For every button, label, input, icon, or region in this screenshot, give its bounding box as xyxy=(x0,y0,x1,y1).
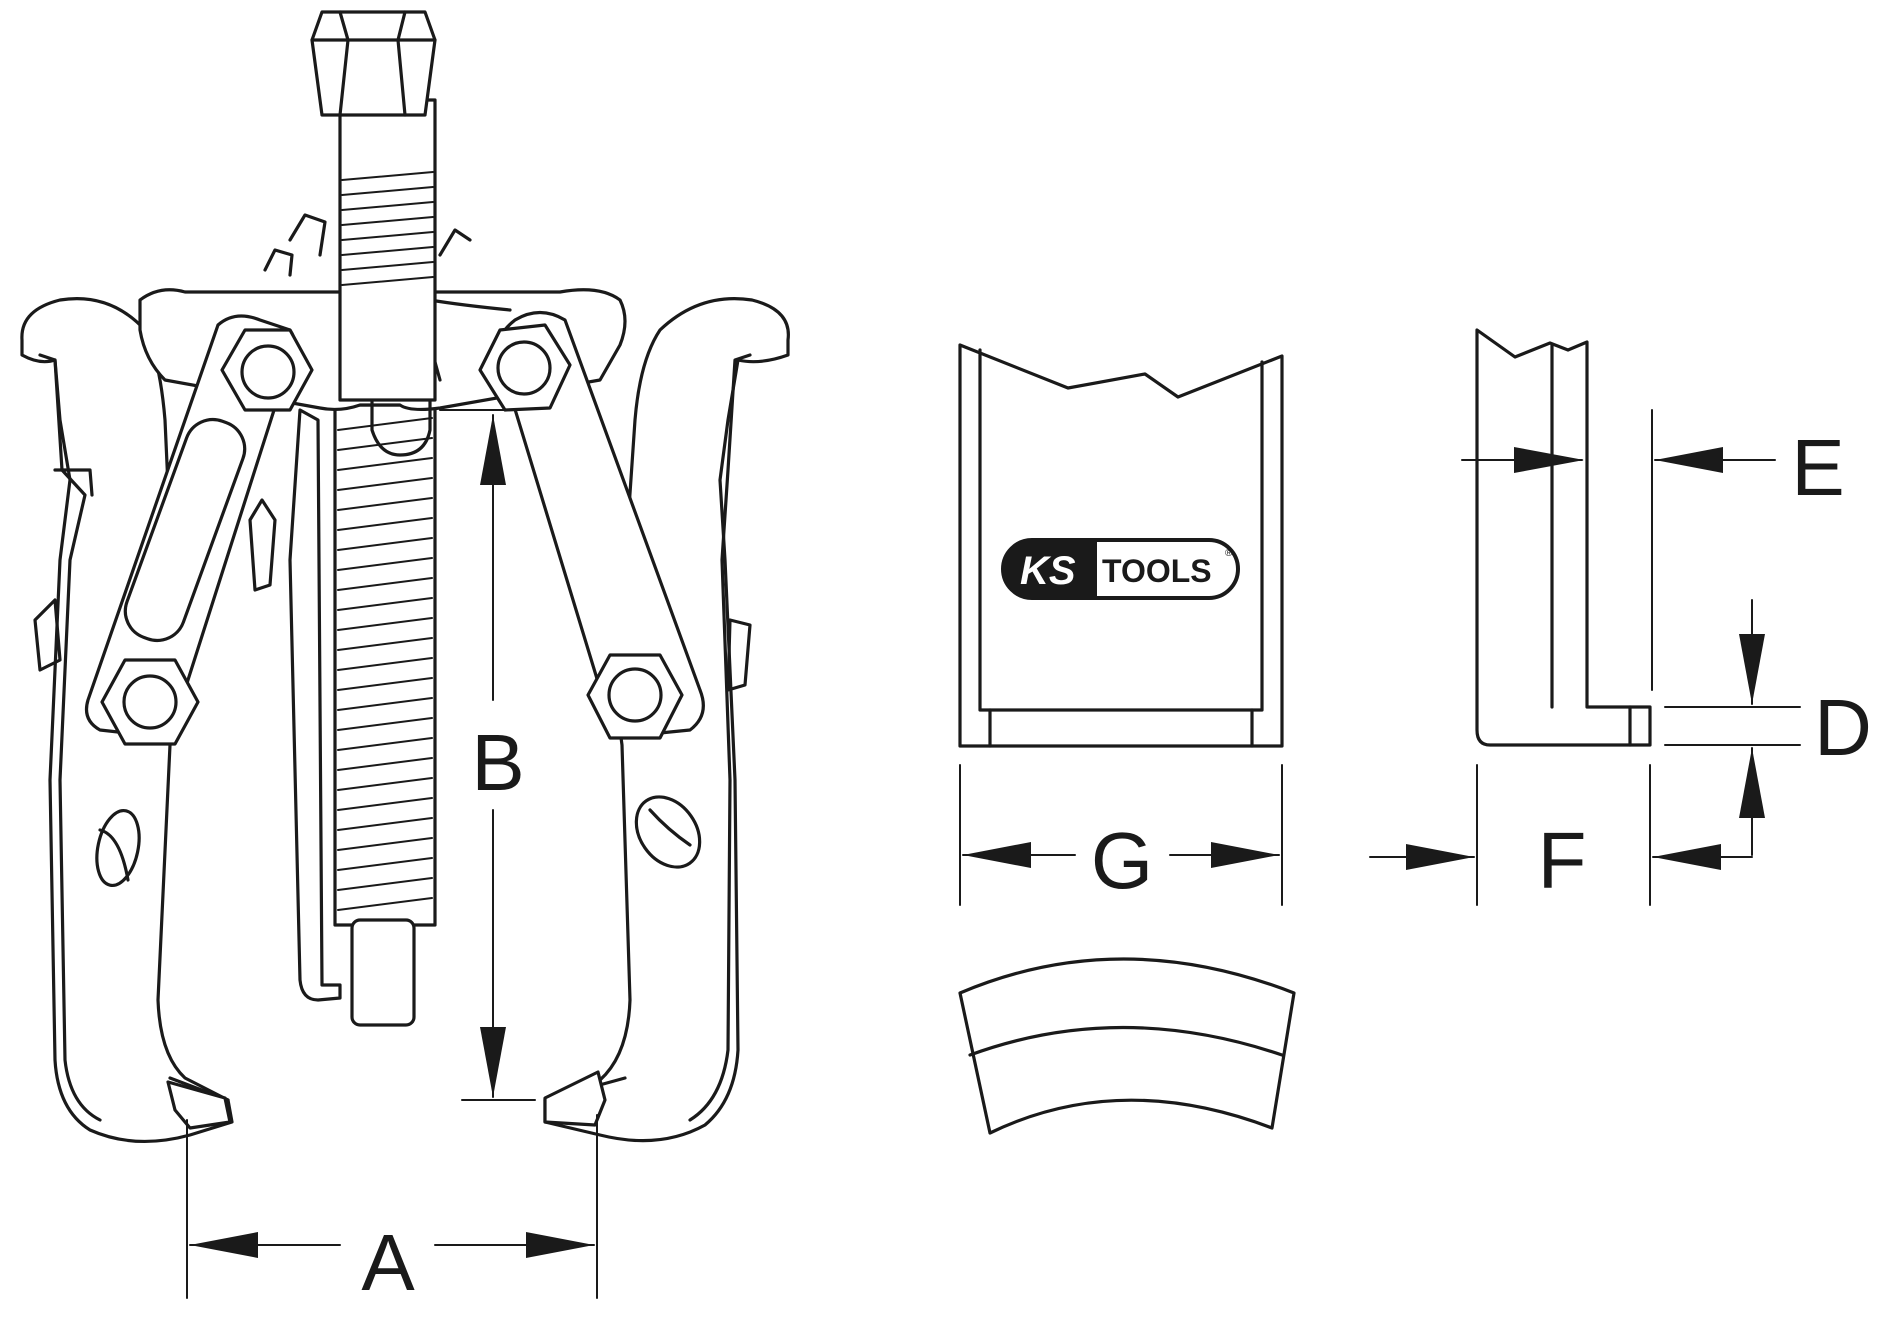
dimension-f: F xyxy=(1369,764,1753,906)
puller-right-link xyxy=(478,310,705,740)
arrowhead xyxy=(480,1027,506,1097)
jaw-top-view xyxy=(958,957,1296,1135)
ks-tools-logo-front: KS TOOLS ® xyxy=(1001,538,1240,600)
dim-label-b: B xyxy=(471,718,524,807)
spindle-lower xyxy=(333,403,437,1027)
arrowhead xyxy=(1406,844,1474,870)
arrowhead xyxy=(1514,447,1584,473)
jaw-tip-left xyxy=(166,1080,232,1130)
logo-registered-mark: ® xyxy=(1225,548,1233,559)
arrowhead xyxy=(190,1232,258,1258)
spindle-upper xyxy=(310,10,437,402)
jaw-tip-right xyxy=(543,1070,607,1127)
jaw-side-view xyxy=(1475,328,1652,747)
logo-ks-text: KS xyxy=(1020,549,1076,593)
hex-nut-right-top xyxy=(478,323,572,412)
puller-illustration xyxy=(20,10,790,1144)
dimension-e: E xyxy=(1461,409,1845,691)
arrowhead xyxy=(1739,634,1765,704)
dim-label-g: G xyxy=(1091,816,1153,905)
arrowhead xyxy=(526,1232,594,1258)
dimension-g: G xyxy=(959,764,1283,906)
arrowhead xyxy=(963,842,1031,868)
hex-nut-left-top xyxy=(220,328,314,412)
dimension-a: A xyxy=(186,1114,598,1307)
dim-label-f: F xyxy=(1538,816,1587,905)
dimension-b: B xyxy=(439,409,536,1101)
logo-tools-text: TOOLS xyxy=(1102,553,1212,589)
dim-label-a: A xyxy=(361,1218,415,1307)
puller-rear-arm xyxy=(248,408,342,1002)
jaw-front-view: KS TOOLS ® xyxy=(958,343,1284,748)
arrowhead xyxy=(1653,844,1721,870)
arrowhead xyxy=(1211,842,1279,868)
arrowhead xyxy=(1739,748,1765,818)
hex-nut-right-bottom xyxy=(586,653,684,740)
dimension-d: D xyxy=(1664,599,1872,856)
dim-label-e: E xyxy=(1791,423,1844,512)
arrowhead xyxy=(1655,447,1723,473)
hex-nut-left-bottom xyxy=(100,658,200,746)
arrowhead xyxy=(480,415,506,485)
dim-label-d: D xyxy=(1814,683,1872,772)
puller-left-link xyxy=(84,314,314,746)
